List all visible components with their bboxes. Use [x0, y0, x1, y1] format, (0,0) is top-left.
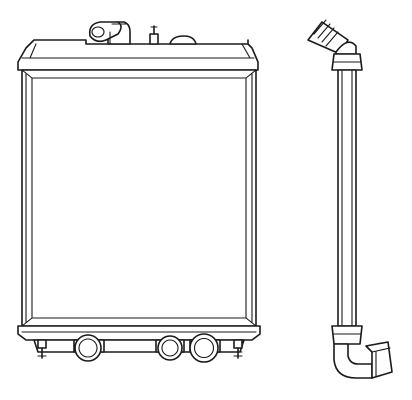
right-mounting-pin: [233, 339, 243, 359]
filler-neck: [88, 21, 131, 45]
lower-outlet-right: [189, 333, 221, 363]
radiator-front-view: [17, 21, 261, 363]
side-upper-hose-neck: [307, 19, 357, 55]
left-mounting-pin: [37, 339, 47, 359]
lower-outlet-left: [73, 334, 105, 362]
side-top-tank: [331, 53, 363, 71]
radiator-core: [21, 69, 257, 327]
overflow-outlet: [169, 35, 197, 45]
top-tank: [17, 39, 259, 71]
bottom-tank: [17, 325, 261, 353]
bleed-stud: [149, 25, 159, 45]
side-core: [337, 69, 357, 327]
side-bottom-tank: [331, 325, 363, 345]
radiator-side-view: [307, 19, 393, 379]
lower-outlet-middle: [155, 335, 185, 361]
side-lower-elbow: [333, 341, 393, 379]
